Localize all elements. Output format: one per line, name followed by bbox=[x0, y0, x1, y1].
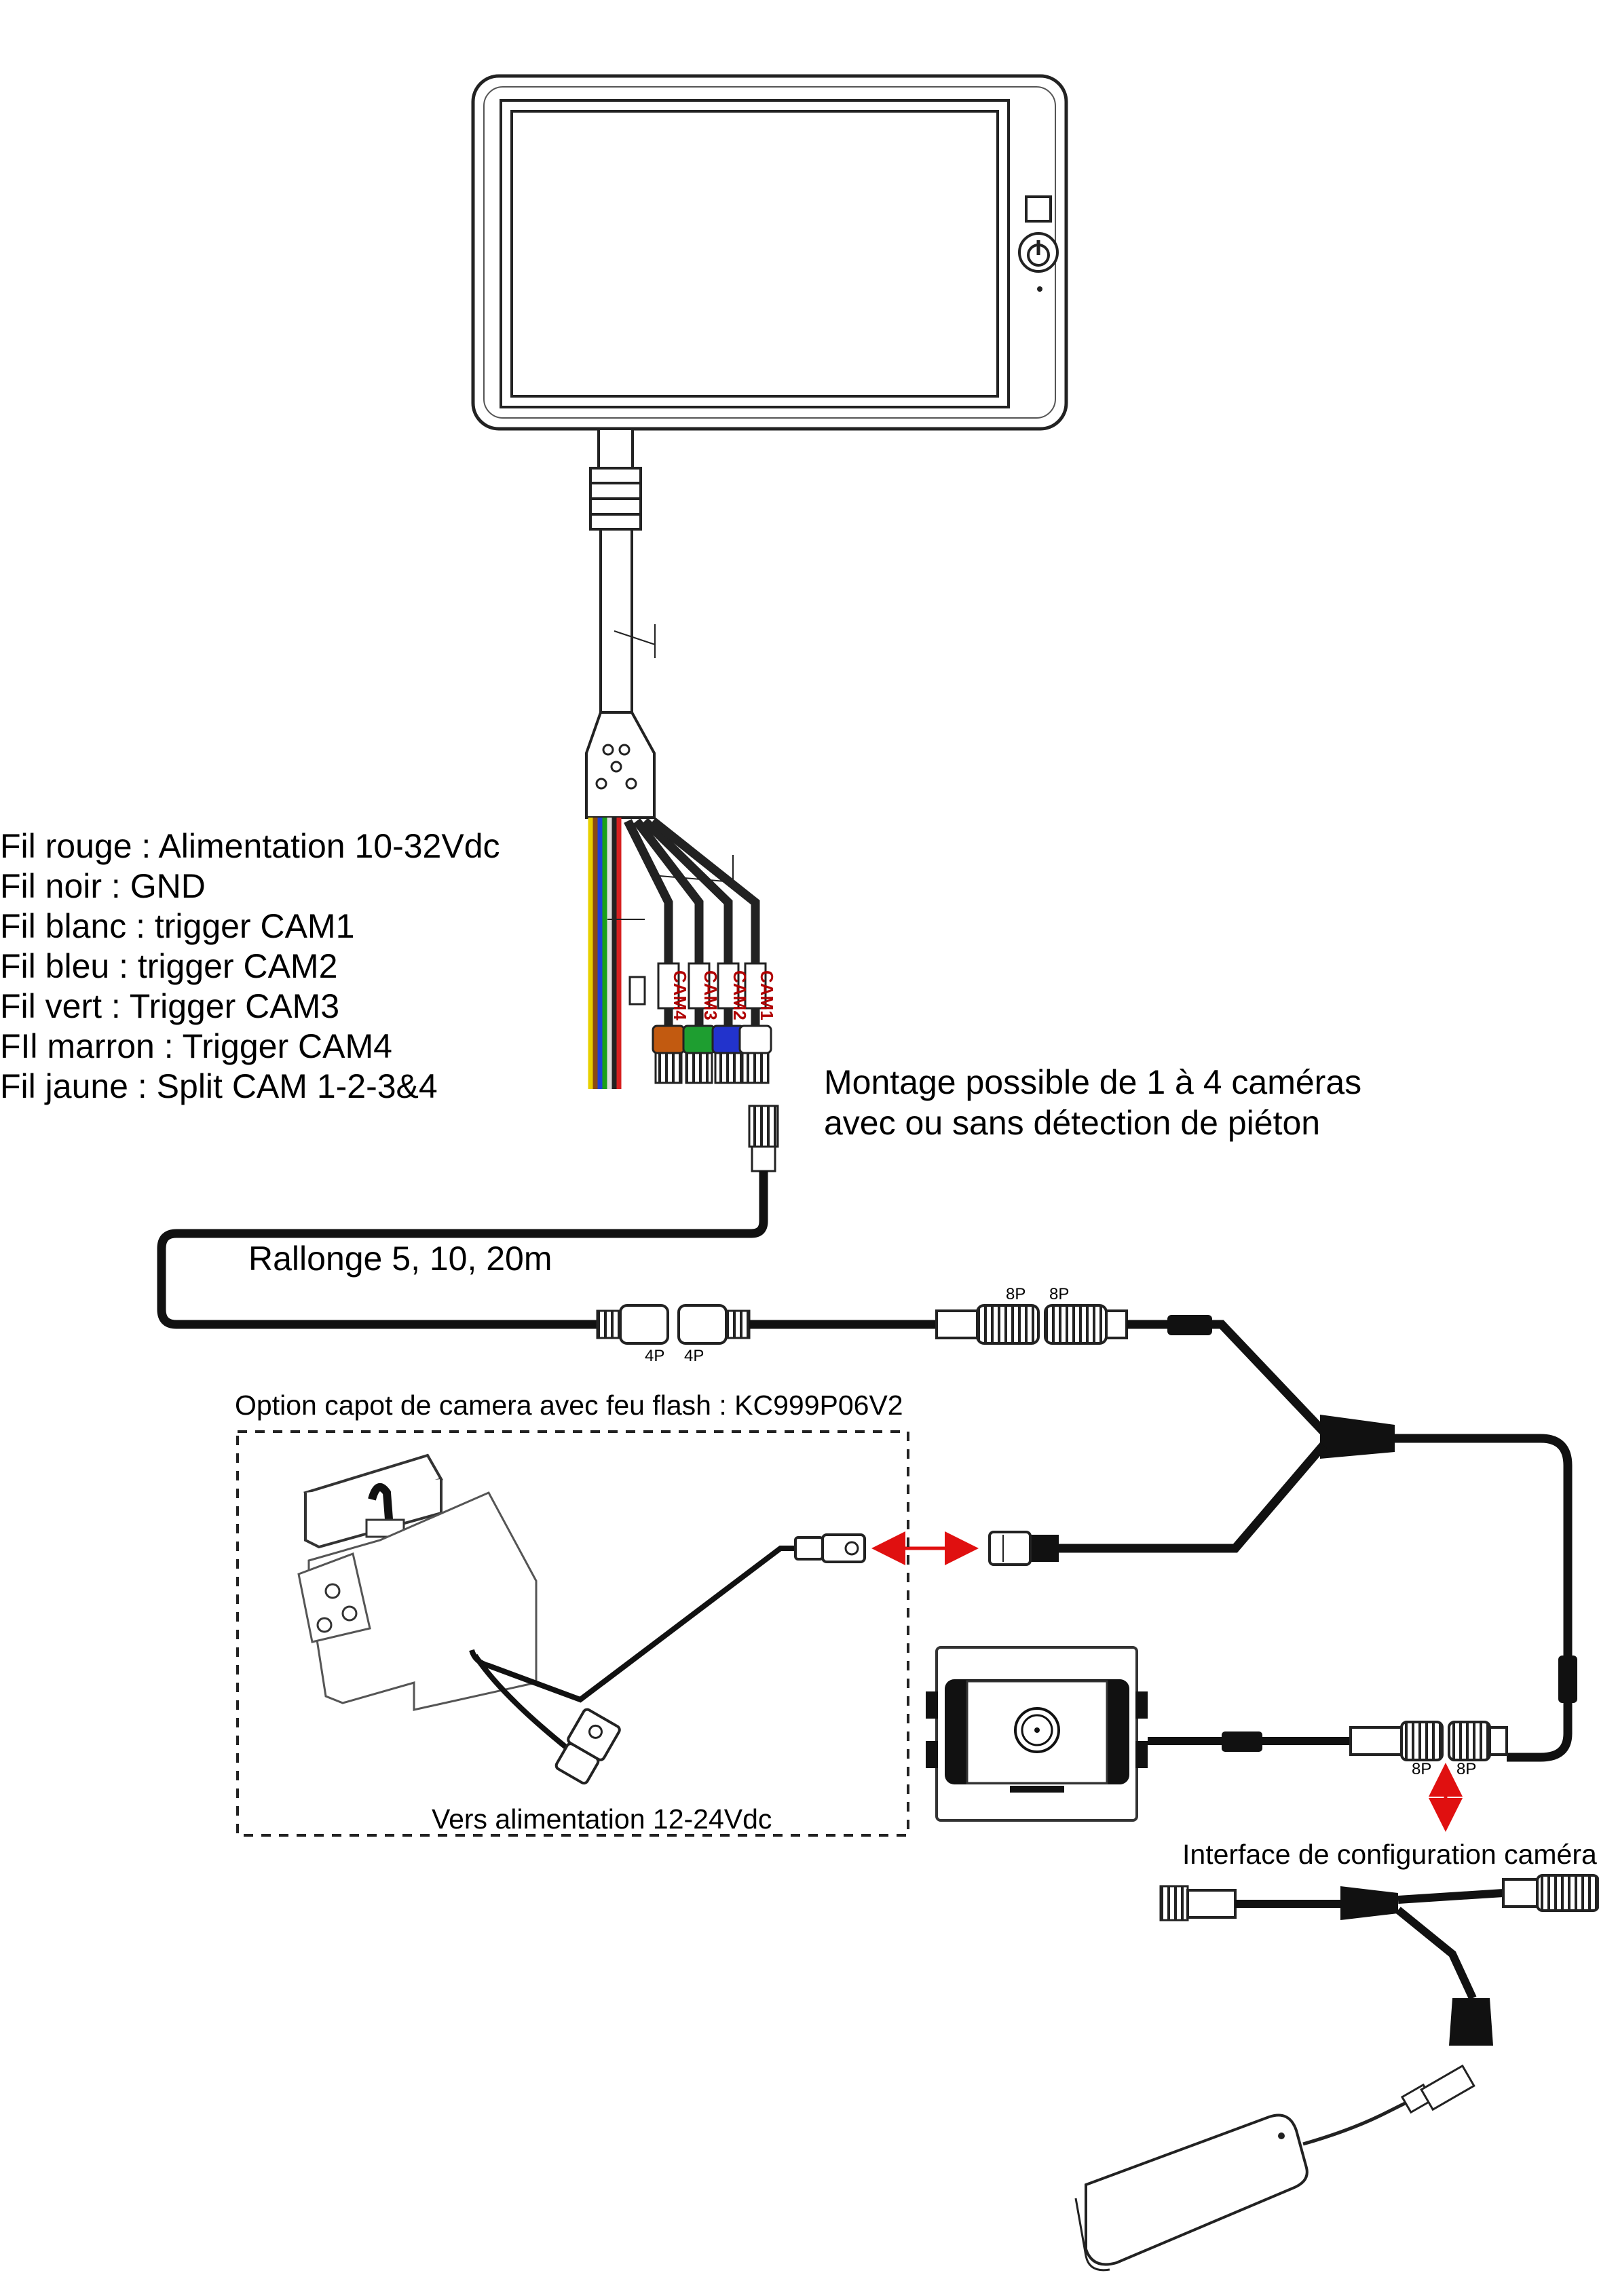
wire-legend-brown: FIl marron : Trigger CAM4 bbox=[0, 1027, 392, 1065]
wire-legend-blue: Fil bleu : trigger CAM2 bbox=[0, 947, 338, 985]
extension-cable bbox=[157, 1105, 1212, 1345]
cam-tag-3: CAM2 bbox=[730, 970, 750, 1020]
connector-label-4p-a: 4P bbox=[645, 1347, 665, 1365]
connector-label-8p-d: 8P bbox=[1456, 1760, 1477, 1778]
wire-legend-white: Fil blanc : trigger CAM1 bbox=[0, 907, 355, 945]
square-button-icon[interactable] bbox=[1025, 195, 1052, 223]
connector-label-4p-b: 4P bbox=[684, 1347, 704, 1365]
colored-wires bbox=[588, 818, 646, 1089]
extension-label: Rallonge 5, 10, 20m bbox=[248, 1240, 552, 1278]
option-box-title: Option capot de camera avec feu flash : … bbox=[235, 1390, 903, 1421]
cam-tags: CAM4 CAM3 CAM2 CAM1 bbox=[670, 970, 777, 1020]
y-splitter bbox=[988, 1320, 1577, 1762]
camera-hood-flash bbox=[297, 1453, 866, 1785]
cam-tag-2: CAM3 bbox=[700, 970, 721, 1020]
montage-note-line1: Montage possible de 1 à 4 caméras bbox=[824, 1063, 1362, 1101]
wire-legend-green: Fil vert : Trigger CAM3 bbox=[0, 987, 340, 1025]
option-box-power-note: Vers alimentation 12-24Vdc bbox=[432, 1803, 772, 1835]
montage-note-line2: avec ou sans détection de piéton bbox=[824, 1104, 1321, 1142]
config-interface-label: Interface de configuration caméra bbox=[1182, 1839, 1597, 1870]
wire-legend-yellow: Fil jaune : Split CAM 1-2-3&4 bbox=[0, 1067, 438, 1105]
option-box-frame bbox=[236, 1430, 909, 1837]
wire-legend-black: Fil noir : GND bbox=[0, 867, 206, 905]
monitor bbox=[471, 74, 1068, 431]
monitor-cable bbox=[585, 427, 656, 819]
wire-legend-red: Fil rouge : Alimentation 10-32Vdc bbox=[0, 827, 500, 865]
cam-tag-4: CAM1 bbox=[757, 970, 777, 1020]
rear-camera bbox=[926, 1646, 1508, 1822]
config-interface-cable bbox=[1159, 1874, 1599, 2046]
power-button-icon[interactable] bbox=[1018, 232, 1059, 273]
connector-label-8p-c: 8P bbox=[1412, 1760, 1432, 1778]
connector-label-8p-b: 8P bbox=[1049, 1285, 1070, 1303]
cam-tag-1: CAM4 bbox=[670, 970, 690, 1020]
usb-config-dongle bbox=[1074, 2064, 1475, 2272]
connector-label-8p-a: 8P bbox=[1006, 1285, 1026, 1303]
camera-leads bbox=[624, 817, 772, 1084]
